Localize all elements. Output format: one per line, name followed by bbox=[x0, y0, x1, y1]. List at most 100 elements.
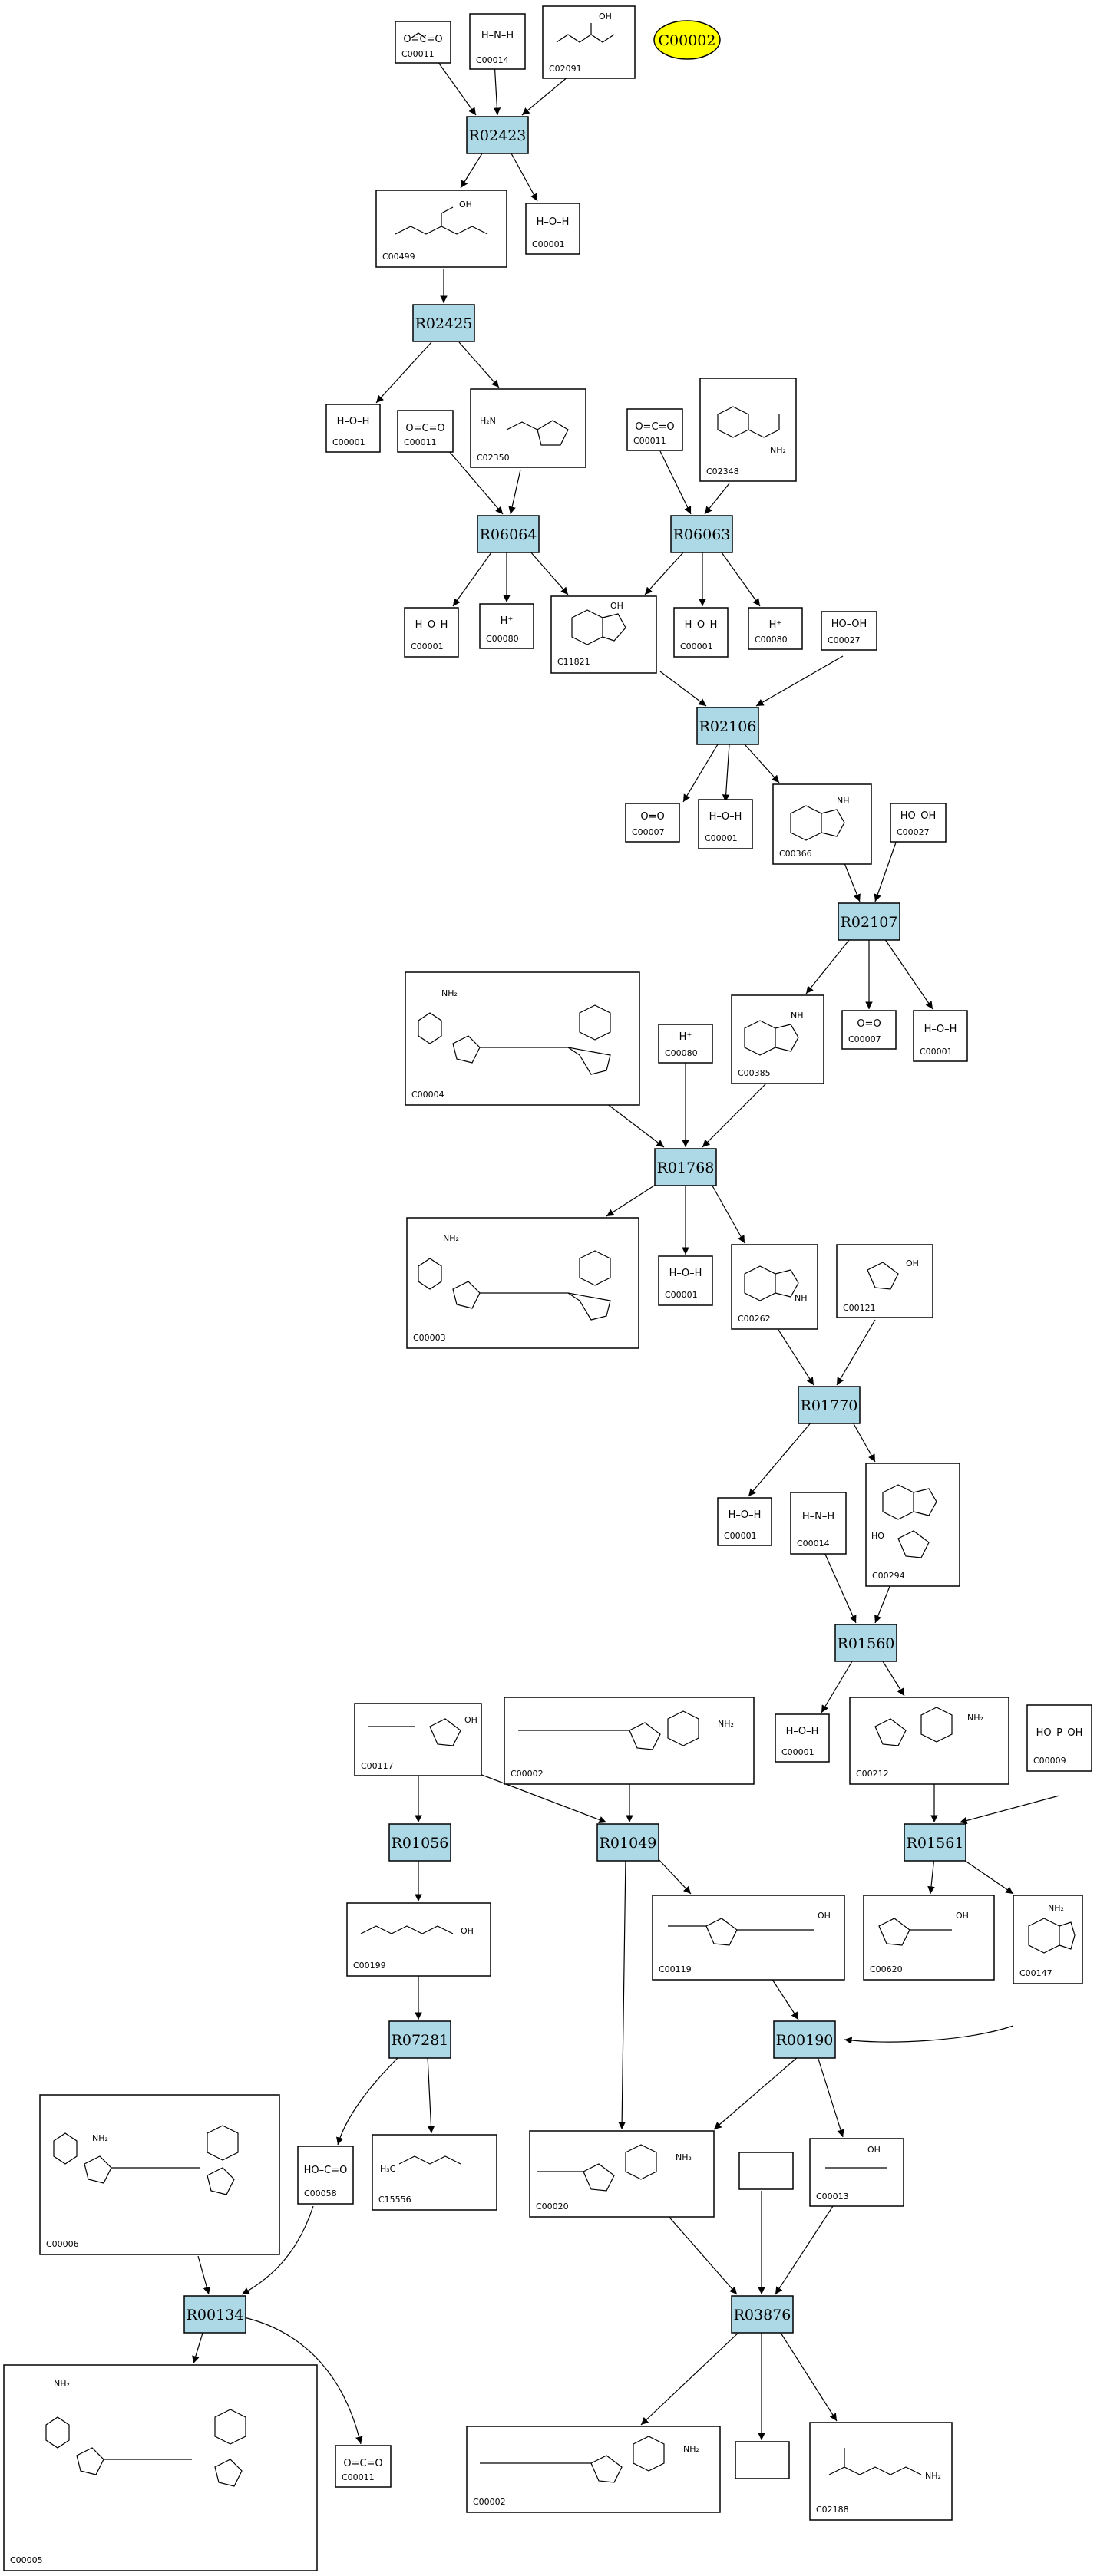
compound-C00001[interactable]: H–O–H C00001 bbox=[698, 799, 753, 849]
svg-text:C00002: C00002 bbox=[511, 1769, 544, 1779]
compound-C00121[interactable]: OH C00121 bbox=[836, 1244, 933, 1318]
svg-text:H⁺: H⁺ bbox=[679, 1031, 692, 1043]
compound-C00013[interactable]: OH C00013 bbox=[809, 2138, 904, 2207]
reaction-R00190[interactable]: R00190 bbox=[773, 2020, 836, 2059]
svg-text:C02188: C02188 bbox=[816, 2505, 849, 2515]
compound-C00366[interactable]: NH C00366 bbox=[772, 783, 872, 865]
reaction-R02425[interactable]: R02425 bbox=[412, 304, 475, 342]
compound-C02188[interactable]: NH₂ C02188 bbox=[809, 2422, 953, 2521]
reaction-R06063[interactable]: R06063 bbox=[670, 515, 733, 553]
svg-text:OH: OH bbox=[599, 12, 612, 21]
svg-text:HO–P–OH: HO–P–OH bbox=[1036, 1727, 1083, 1739]
compound-C00005[interactable]: NH₂ C00005 bbox=[3, 2364, 318, 2571]
reaction-R01056[interactable]: R01056 bbox=[388, 1823, 451, 1862]
compound-C00001[interactable]: H–O–H C00001 bbox=[775, 1713, 830, 1763]
svg-text:C00011: C00011 bbox=[633, 436, 666, 446]
svg-text:C00385: C00385 bbox=[738, 1068, 771, 1078]
compound-C11821[interactable]: OH C11821 bbox=[550, 595, 657, 674]
svg-text:H⁺: H⁺ bbox=[501, 615, 514, 627]
empty-compound-box[interactable] bbox=[738, 2152, 794, 2190]
compound-C00027[interactable]: HO–OH C00027 bbox=[821, 611, 877, 651]
svg-text:C00013: C00013 bbox=[816, 2192, 849, 2202]
compound-C00001[interactable]: H–O–H C00001 bbox=[717, 1497, 772, 1546]
svg-text:NH₂: NH₂ bbox=[443, 1233, 459, 1243]
svg-text:OH: OH bbox=[956, 1911, 969, 1921]
compound-C00212[interactable]: NH₂ C00212 bbox=[849, 1697, 1009, 1785]
svg-text:C02348: C02348 bbox=[706, 467, 739, 477]
compound-C00011[interactable]: O=C=O C00011 bbox=[626, 408, 683, 451]
compound-C00003[interactable]: NH₂ C00003 bbox=[406, 1217, 639, 1349]
svg-text:NH₂: NH₂ bbox=[718, 1719, 734, 1729]
svg-text:C00014: C00014 bbox=[476, 55, 509, 65]
reaction-R01561[interactable]: R01561 bbox=[904, 1823, 966, 1862]
reaction-R01560[interactable]: R01560 bbox=[834, 1624, 897, 1662]
compound-C00001[interactable]: H–O–H C00001 bbox=[404, 607, 459, 658]
compound-C00007[interactable]: O=O C00007 bbox=[841, 1010, 897, 1050]
compound-C02350[interactable]: H₂N C02350 bbox=[470, 388, 586, 468]
compound-C00001[interactable]: H–O–H C00001 bbox=[525, 203, 580, 255]
compound-C00014[interactable]: H–N–H C00014 bbox=[469, 13, 526, 70]
compound-C00001[interactable]: H–O–H C00001 bbox=[913, 1010, 968, 1062]
compound-C00199[interactable]: OH C00199 bbox=[346, 1902, 491, 1977]
compound-C15556[interactable]: H₃C C15556 bbox=[372, 2134, 497, 2211]
svg-text:OH: OH bbox=[464, 1715, 477, 1725]
reaction-R01768[interactable]: R01768 bbox=[654, 1148, 717, 1186]
compound-C00002[interactable]: NH₂ C00002 bbox=[466, 2426, 721, 2513]
compound-C00011[interactable]: O=C=O C00011 bbox=[397, 410, 454, 453]
svg-text:H–O–H: H–O–H bbox=[337, 416, 370, 427]
svg-text:C00121: C00121 bbox=[843, 1303, 876, 1313]
svg-text:C00366: C00366 bbox=[779, 849, 812, 859]
svg-text:R01056: R01056 bbox=[392, 1835, 449, 1852]
compound-C00119[interactable]: OH C00119 bbox=[652, 1895, 845, 1981]
compound-C02091[interactable]: OH C02091 bbox=[542, 5, 636, 79]
empty-compound-box[interactable] bbox=[735, 2441, 790, 2479]
svg-text:R01049: R01049 bbox=[600, 1835, 657, 1852]
compound-C00009[interactable]: HO–P–OH C00009 bbox=[1026, 1704, 1092, 1772]
compound-C00058[interactable]: HO–C=O C00058 bbox=[297, 2146, 354, 2205]
svg-text:H–O–H: H–O–H bbox=[685, 619, 718, 631]
svg-text:R00134: R00134 bbox=[187, 2307, 244, 2324]
reaction-R06064[interactable]: R06064 bbox=[477, 515, 540, 553]
compound-C02348[interactable]: NH₂ C02348 bbox=[699, 378, 797, 482]
reactions: R02423 R02425 R06064 R06063 R02106 R0210… bbox=[183, 116, 966, 2334]
svg-text:OH: OH bbox=[459, 200, 472, 209]
compound-C00080[interactable]: H⁺ C00080 bbox=[748, 607, 803, 650]
compound-C00004[interactable]: NH₂ C00004 bbox=[405, 971, 640, 1106]
reaction-R02106[interactable]: R02106 bbox=[696, 707, 759, 745]
compound-C00007[interactable]: O=O C00007 bbox=[625, 803, 680, 843]
reaction-R01049[interactable]: R01049 bbox=[596, 1823, 659, 1862]
svg-text:C00294: C00294 bbox=[872, 1571, 905, 1581]
compound-C00027[interactable]: HO–OH C00027 bbox=[890, 803, 947, 843]
compound-C00262[interactable]: NH C00262 bbox=[731, 1244, 818, 1330]
reaction-R07281[interactable]: R07281 bbox=[388, 2020, 451, 2059]
reaction-R03876[interactable]: R03876 bbox=[731, 2295, 794, 2334]
svg-text:O=C=O: O=C=O bbox=[343, 2458, 382, 2469]
compound-C00011[interactable]: O=C=O C00011 bbox=[335, 2445, 392, 2488]
compound-C00001[interactable]: H–O–H C00001 bbox=[325, 404, 381, 453]
reaction-R01770[interactable]: R01770 bbox=[798, 1386, 861, 1424]
reaction-R02423[interactable]: R02423 bbox=[466, 116, 529, 154]
compound-C00294[interactable]: HO C00294 bbox=[865, 1463, 960, 1587]
compound-C00006[interactable]: NH₂ C00006 bbox=[39, 2094, 280, 2255]
compound-C00020[interactable]: NH₂ C00020 bbox=[529, 2130, 715, 2218]
reaction-R02107[interactable]: R02107 bbox=[838, 902, 900, 941]
compound-C00147[interactable]: NH₂ C00147 bbox=[1013, 1895, 1083, 1984]
compound-C00080[interactable]: H⁺ C00080 bbox=[479, 603, 534, 649]
compound-C00011[interactable]: O=C=O C00011 bbox=[395, 21, 451, 64]
svg-text:NH: NH bbox=[791, 1011, 804, 1021]
compound-C00014[interactable]: H–N–H C00014 bbox=[790, 1492, 847, 1555]
compound-C00002[interactable]: NH₂ C00002 bbox=[504, 1697, 755, 1785]
compound-C00117[interactable]: OH C00117 bbox=[354, 1703, 482, 1776]
reaction-R00134[interactable]: R00134 bbox=[183, 2295, 246, 2334]
svg-text:C02350: C02350 bbox=[477, 453, 510, 463]
compounds: O=C=O C00011 H–N–H C00014 OH C02091 OH C… bbox=[3, 5, 1092, 2571]
compound-C00001[interactable]: H–O–H C00001 bbox=[658, 1255, 713, 1306]
compound-C00001[interactable]: H–O–H C00001 bbox=[673, 607, 729, 658]
compound-C00499[interactable]: OH C00499 bbox=[375, 190, 507, 268]
compound-C00385[interactable]: NH C00385 bbox=[731, 994, 824, 1084]
compound-C00620[interactable]: OH C00620 bbox=[863, 1895, 995, 1981]
compound-badge[interactable]: C00002 bbox=[653, 20, 721, 60]
svg-text:C00007: C00007 bbox=[632, 827, 665, 837]
compound-C00080[interactable]: H⁺ C00080 bbox=[658, 1024, 713, 1064]
svg-text:OH: OH bbox=[818, 1911, 831, 1921]
